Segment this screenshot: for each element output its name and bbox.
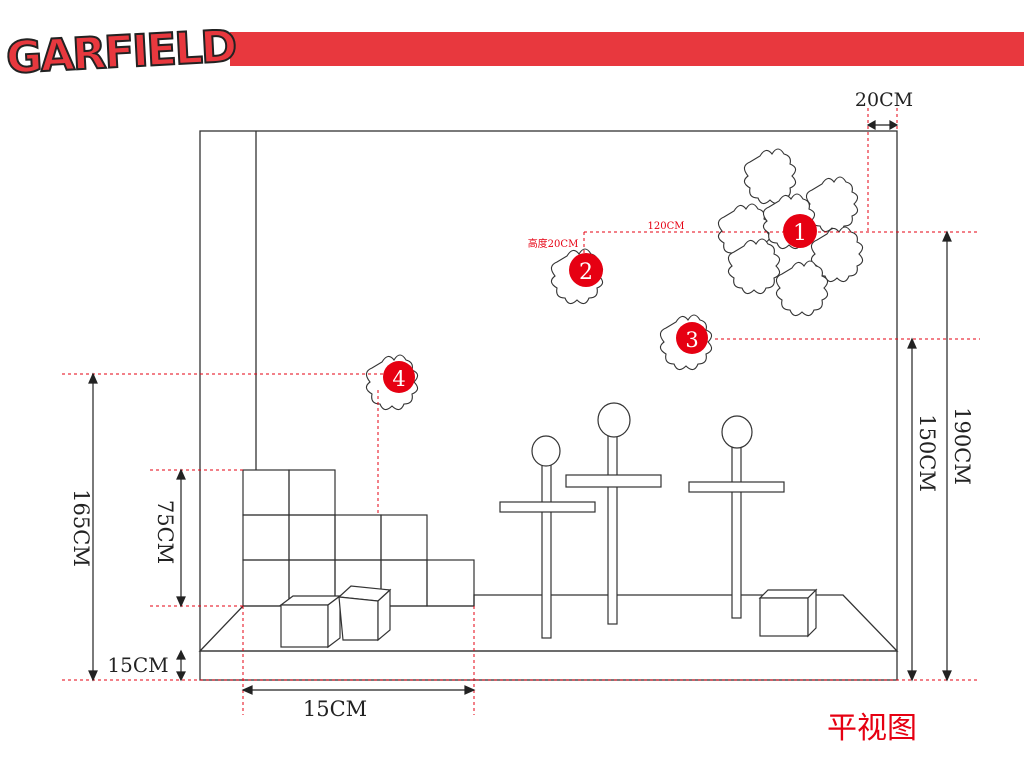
floor-boxes [279,585,818,649]
marker-3: 3 [676,322,708,354]
box-left-1 [279,594,342,649]
header: GARFIELD [4,20,1024,85]
svg-text:1: 1 [793,221,807,246]
label-120cm: 120CM [648,221,685,232]
marker-1: 1 [783,214,817,248]
box-left-2 [337,585,392,642]
dimension-lines [88,119,952,695]
cube-shelf [242,469,475,607]
stand-2 [565,402,662,625]
markers: 1 2 3 4 [383,214,817,393]
header-band [230,32,1024,66]
label-20cm: 20CM [855,89,913,111]
label-150cm: 150CM [915,414,939,492]
label-165cm: 165CM [69,489,93,567]
dimension-labels: 20CM 高度20CM 120CM 190CM 150CM 165CM 75CM… [69,89,974,721]
view-title: 平视图 [827,711,917,746]
svg-text:2: 2 [579,260,593,285]
label-15cm-width: 15CM [303,697,367,721]
marker-2: 2 [569,253,603,287]
marker-4: 4 [383,361,415,393]
label-75cm: 75CM [153,500,177,564]
stand-3 [688,415,785,619]
label-height-note: 高度20CM [528,237,579,250]
label-190cm: 190CM [950,407,974,485]
logo: GARFIELD [5,21,237,84]
dashed-guides [62,108,980,715]
stand-1 [499,435,596,639]
svg-text:4: 4 [392,367,405,391]
label-15cm-height: 15CM [107,653,168,677]
box-right [758,588,818,638]
stand-fixtures [499,402,785,639]
svg-text:3: 3 [685,328,698,352]
